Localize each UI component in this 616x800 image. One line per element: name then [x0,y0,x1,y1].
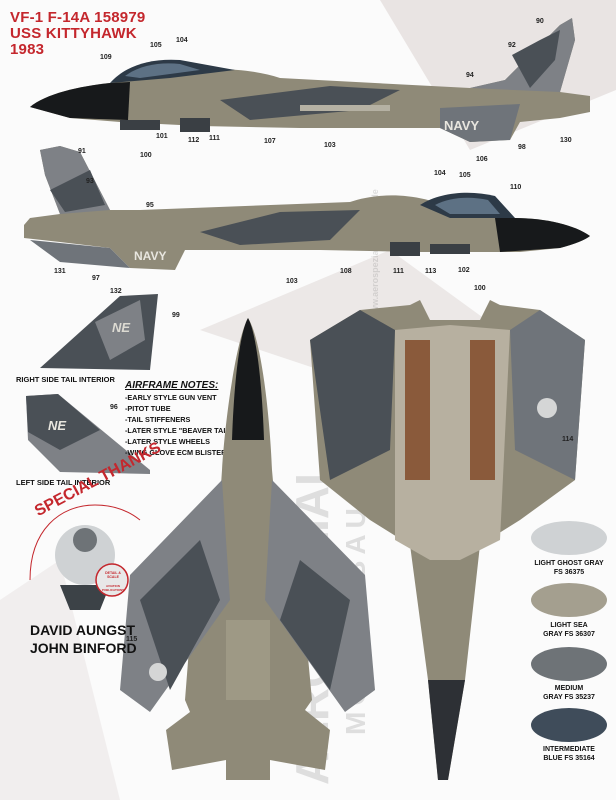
airframe-note-item: -TAIL STIFFENERS [125,415,191,424]
callout-90: 90 [536,18,544,25]
callout-98: 98 [518,144,526,151]
callout-103-top: 103 [324,142,336,149]
callout-94: 94 [466,72,474,79]
airframe-notes: AIRFRAME NOTES: -EARLY STYLE GUN VENT -P… [125,380,315,458]
callout-111-bottom: 111 [393,268,404,275]
page-title: VF-1 F-14A 158979 USS KITTYHAWK 1983 [10,10,145,58]
callout-105-bottom: 105 [459,172,471,179]
callout-102: 102 [458,267,470,274]
tail-code-left: NE [48,418,67,433]
callout-93: 93 [86,178,94,185]
callout-113: 113 [425,268,437,275]
swatch-label-light-sea-gray: LIGHT SEA GRAY FS 36307 [519,621,616,639]
callout-106: 106 [476,156,488,163]
swatch-label-light-ghost-gray: LIGHT GHOST GRAY FS 36375 [519,559,616,577]
airframe-note-item: -WING GLOVE ECM BLISTERS [125,448,232,457]
tail-code-right: NE [112,320,131,335]
airframe-note-item: -LATER STYLE "BEAVER TAIL" [125,426,234,435]
callout-100-bottom: 100 [474,285,486,292]
callout-130: 130 [560,137,572,144]
callout-110: 110 [510,184,522,191]
callout-108: 108 [340,268,352,275]
callout-105-top: 105 [150,42,162,49]
airframe-note-item: -PITOT TUBE [125,404,171,413]
swatch-medium-gray [531,647,607,681]
caption-left-tail: LEFT SIDE TAIL INTERIOR [16,478,111,487]
callout-107: 107 [264,138,276,145]
airframe-notes-heading: AIRFRAME NOTES: [125,380,219,391]
navy-marking-top: NAVY [444,118,480,133]
callout-109: 109 [100,54,112,61]
callout-95: 95 [146,202,154,209]
callout-92: 92 [508,42,516,49]
swatch-light-ghost-gray [531,521,607,555]
callout-101: 101 [156,133,168,140]
callout-131: 131 [54,268,66,275]
airframe-note-item: -LATER STYLE WHEELS [125,437,210,446]
callout-100-top: 100 [140,152,152,159]
caption-right-tail: RIGHT SIDE TAIL INTERIOR [16,375,115,384]
callout-104-top: 104 [176,37,188,44]
swatch-label-line: LIGHT GHOST GRAY [534,560,604,567]
swatch-label-intermediate-blue: INTERMEDIATE BLUE FS 35164 [519,745,616,763]
title-line-3: 1983 [10,41,45,58]
callout-132: 132 [110,288,122,295]
swatch-label-line: MEDIUM [554,685,584,692]
badge-bottom-text: AVIATION PUBLICATIONS [101,584,125,592]
swatch-label-medium-gray: MEDIUM GRAY FS 35237 [519,684,616,702]
callout-115: 115 [126,636,138,643]
swatch-label-line: FS 36375 [553,569,585,576]
swatch-light-sea-gray [531,583,607,617]
callout-97: 97 [92,275,100,282]
thanks-name-1: DAVID AUNGST [30,622,135,638]
airframe-note-item: -EARLY STYLE GUN VENT [125,393,217,402]
callout-114: 114 [562,436,574,443]
callout-91: 91 [78,148,86,155]
badge-top-text: DETAIL & SCALE [105,571,121,579]
callout-112: 112 [188,137,200,144]
swatch-label-line: BLUE FS 35164 [543,755,595,762]
callout-104-bottom: 104 [434,170,446,177]
thanks-name-2: JOHN BINFORD [30,640,137,656]
swatch-label-line: GRAY FS 36307 [543,631,595,638]
callout-99: 99 [172,312,180,319]
callout-96: 96 [110,404,118,411]
title-line-2: USS KITTYHAWK [10,25,137,42]
callout-103-bottom: 103 [286,278,298,285]
swatch-intermediate-blue [531,708,607,742]
swatch-label-line: LIGHT SEA [550,622,588,629]
swatch-label-line: GRAY FS 35237 [543,694,595,701]
swatch-label-line: INTERMEDIATE [543,746,595,753]
callout-111-top: 111 [209,135,220,142]
title-line-1: VF-1 F-14A 158979 [10,9,146,26]
navy-marking-bottom: NAVY [134,249,167,263]
